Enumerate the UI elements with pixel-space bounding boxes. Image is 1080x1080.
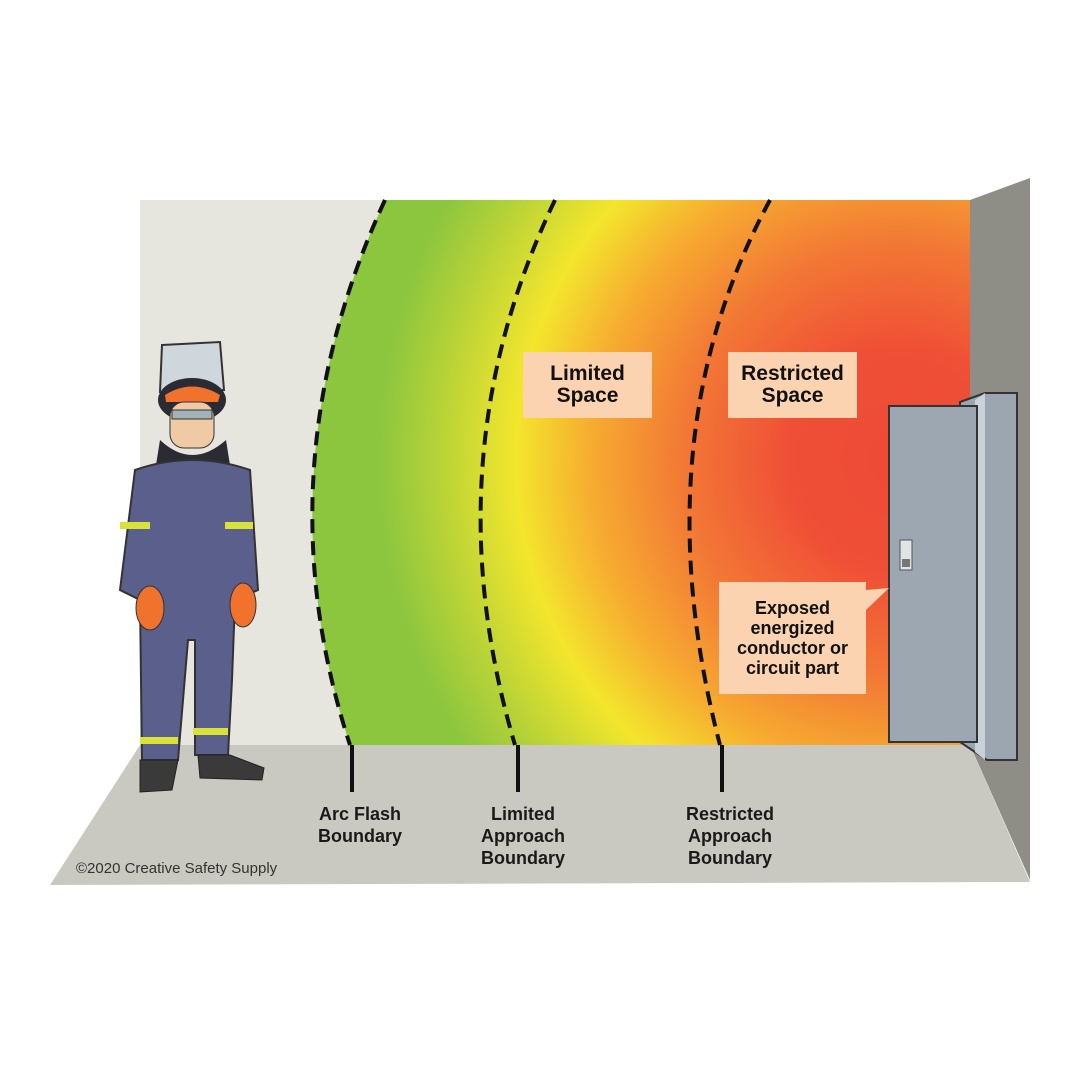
- label-line: Limited: [490, 804, 555, 824]
- label-line: Boundary: [317, 826, 402, 846]
- limited-space-label: Limited Space: [523, 352, 652, 418]
- label-line: Arc Flash: [318, 804, 402, 824]
- arc-flash-boundary-label: Arc Flash Boundary: [292, 803, 428, 847]
- restricted-approach-boundary-label: Restricted Approach Boundary: [662, 803, 798, 869]
- worker-in-arc-flash-suit: [118, 340, 265, 793]
- label-line: Boundary: [687, 848, 772, 868]
- floor: [50, 745, 1030, 885]
- restricted-approach-boundary-line: [687, 199, 772, 746]
- label-line: Approach: [480, 826, 565, 846]
- label-line: Restricted: [685, 804, 775, 824]
- label-line: Boundary: [480, 848, 565, 868]
- label-line: Space: [556, 384, 619, 407]
- label-line: Limited: [550, 362, 625, 385]
- label-line: Restricted: [741, 362, 844, 385]
- callout-line: Exposed: [754, 598, 831, 618]
- callout-line: energized: [750, 618, 835, 638]
- label-line: Approach: [687, 826, 772, 846]
- callout-line: conductor or: [737, 638, 848, 658]
- callout-line: circuit part: [745, 658, 840, 678]
- electrical-cabinet: [888, 392, 1018, 761]
- restricted-space-label: Restricted Space: [728, 352, 857, 418]
- hazard-gradient-zone: [312, 200, 970, 745]
- limited-approach-boundary-line: [478, 199, 557, 746]
- limited-approach-boundary-label: Limited Approach Boundary: [455, 803, 591, 869]
- copyright-text: ©2020 Creative Safety Supply: [76, 860, 278, 877]
- callout-pointer: [866, 588, 889, 610]
- label-line: Space: [761, 384, 824, 407]
- exposed-conductor-callout: Exposed energized conductor or circuit p…: [719, 582, 866, 694]
